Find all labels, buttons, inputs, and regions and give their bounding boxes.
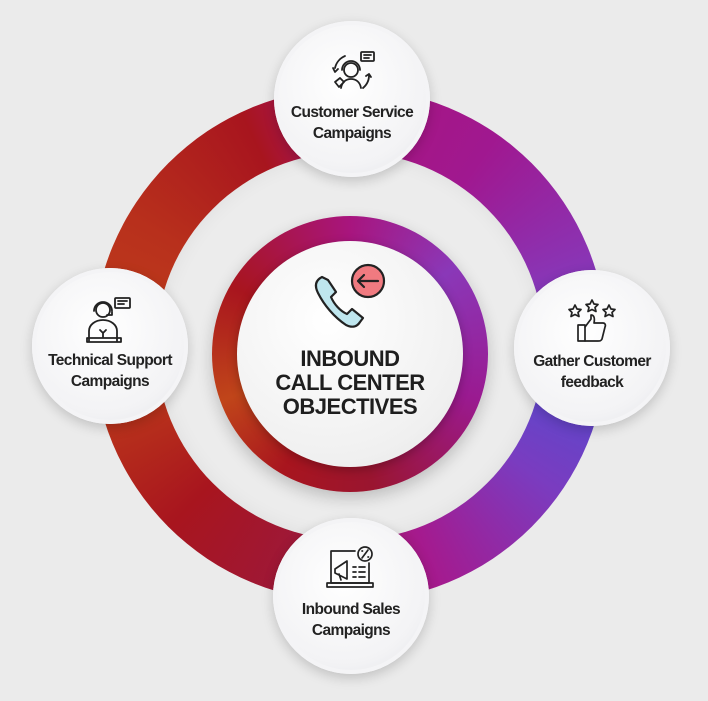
node-label: Inbound Sales Campaigns	[301, 599, 401, 641]
center-title-line: INBOUND	[300, 346, 400, 371]
node-label-line: Campaigns	[312, 125, 392, 142]
node-gather-feedback: Gather Customer feedback	[514, 270, 670, 426]
center-title: INBOUND CALL CENTER OBJECTIVES	[275, 346, 425, 419]
megaphone-laptop-icon	[326, 546, 374, 588]
customer-service-agent-icon	[332, 51, 375, 89]
node-label-line: Technical Support	[48, 352, 172, 369]
node-label: Customer Service Campaigns	[290, 102, 414, 144]
node-label-line: Gather Customer	[533, 353, 651, 370]
node-label-line: Campaigns	[70, 373, 150, 390]
node-label: Gather Customer feedback	[533, 351, 651, 393]
center-title-line: CALL CENTER	[275, 370, 425, 395]
node-label-line: Campaigns	[311, 622, 391, 639]
thumbs-up-stars-icon	[568, 299, 616, 342]
incoming-call-icon	[314, 263, 386, 328]
node-label-line: Inbound Sales	[301, 601, 401, 618]
node-inbound-sales: Inbound Sales Campaigns	[273, 518, 429, 674]
tech-support-agent-icon	[86, 297, 131, 343]
node-label-line: feedback	[560, 374, 624, 391]
center-hub: INBOUND CALL CENTER OBJECTIVES	[237, 241, 463, 467]
node-customer-service: Customer Service Campaigns	[274, 21, 430, 177]
node-label-line: Customer Service	[290, 104, 414, 121]
node-label: Technical Support Campaigns	[48, 350, 172, 392]
center-title-line: OBJECTIVES	[282, 394, 418, 419]
node-technical-support: Technical Support Campaigns	[32, 268, 188, 424]
